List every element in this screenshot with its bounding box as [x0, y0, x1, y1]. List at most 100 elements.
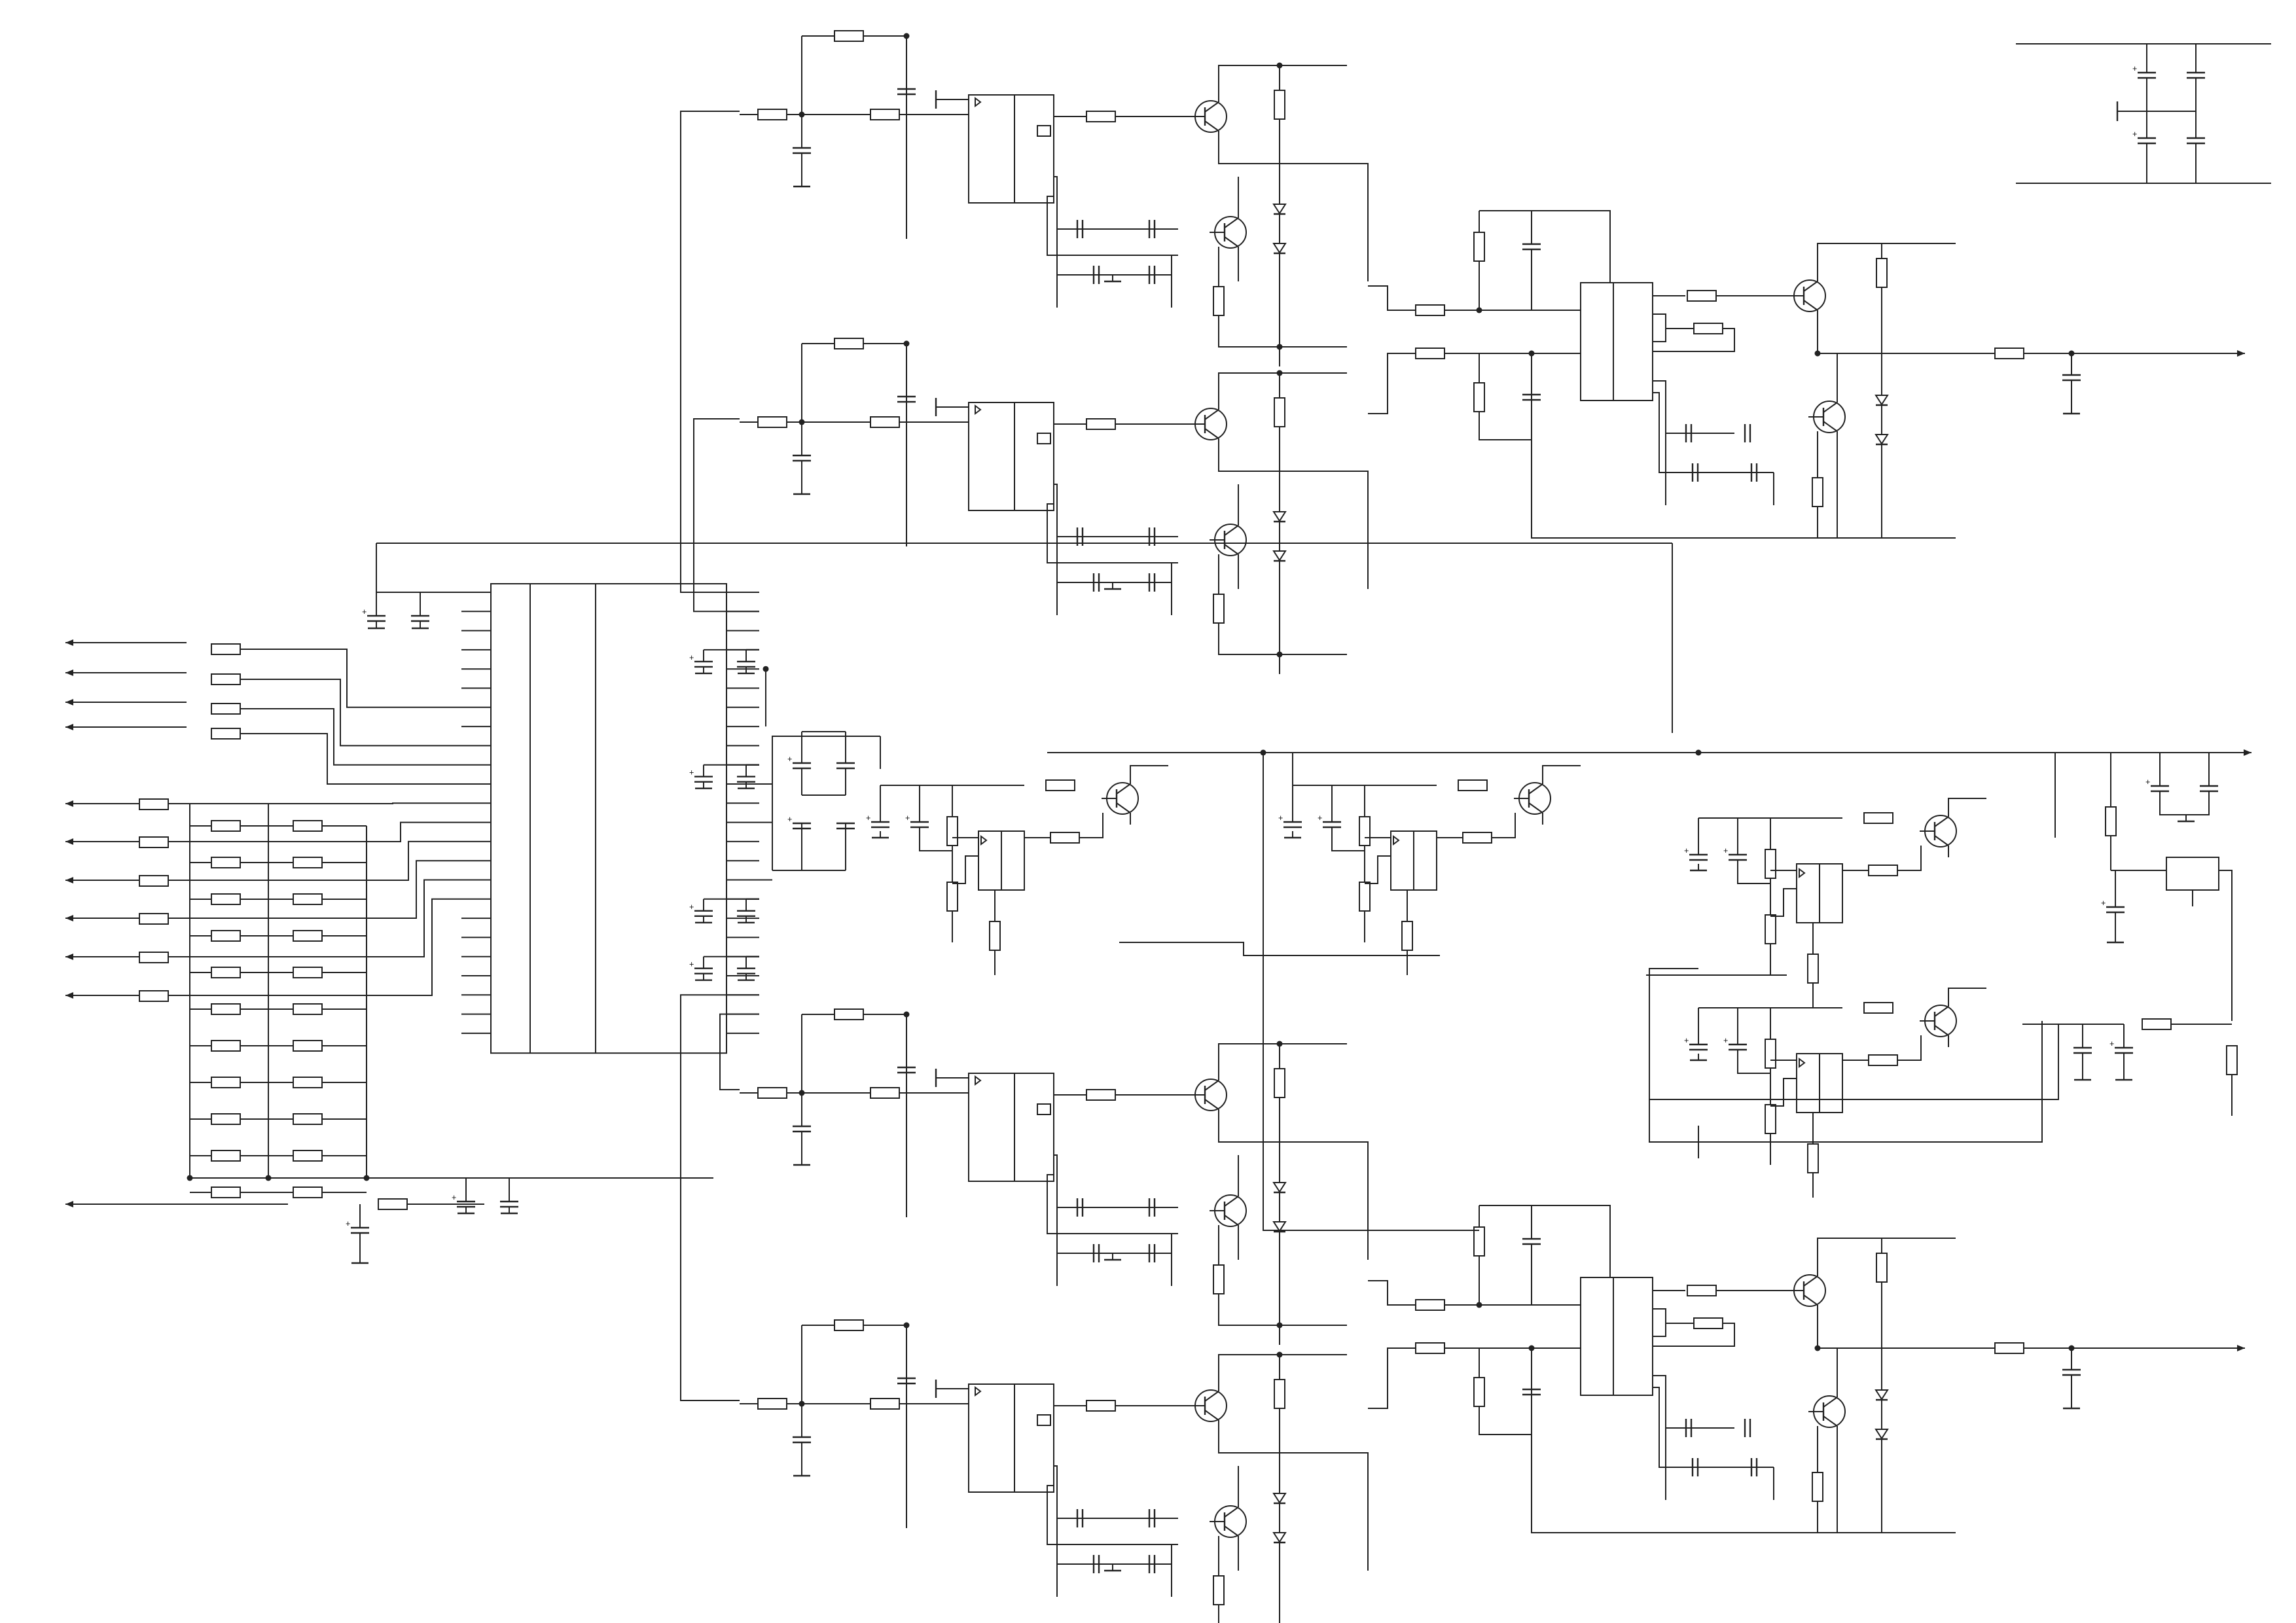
wire [1218, 623, 1329, 655]
svg-text:+: + [1278, 813, 1283, 823]
wire [1653, 1375, 1734, 1429]
current-resistor [1045, 779, 1075, 791]
resistor [1401, 921, 1413, 951]
npn-transistor [1789, 279, 1826, 312]
output-arrow-icon [2237, 350, 2245, 357]
junction [1276, 62, 1283, 69]
series-resistor [870, 1087, 900, 1099]
pdn-resistor [378, 1198, 408, 1210]
diode [1272, 1182, 1287, 1194]
svg-text:+: + [2109, 1039, 2114, 1048]
npn-transistor [1210, 1505, 1247, 1538]
dac-decoupling-capacitor [737, 660, 755, 668]
emitter-resistor [1812, 477, 1823, 507]
pnp-transistor [1920, 1005, 1957, 1037]
wire [1479, 1205, 1611, 1305]
wire [1368, 1280, 1416, 1306]
wire [1817, 243, 1937, 281]
junction [903, 33, 910, 39]
wire [1653, 1323, 1735, 1347]
junction [798, 1090, 805, 1096]
input-resistor [1415, 304, 1445, 316]
junction [1476, 307, 1482, 313]
capacitor: + [1318, 813, 1341, 829]
wire [1119, 942, 1440, 956]
capacitor: + [2101, 899, 2125, 914]
base-resistor [1868, 865, 1898, 876]
op-amp [1613, 1277, 1653, 1396]
junction [1276, 651, 1283, 658]
resistor [1473, 1226, 1485, 1257]
wire [240, 708, 461, 766]
diode [1272, 243, 1287, 255]
emitter-resistor [1213, 1264, 1225, 1294]
resistor [1473, 232, 1485, 262]
arrow-icon [65, 954, 73, 960]
wire [1368, 285, 1416, 311]
dac-decoupling-capacitor [737, 967, 755, 974]
arrow-icon [65, 724, 73, 730]
feedback-resistor [1687, 1285, 1717, 1296]
op-amp-core [1580, 1277, 1614, 1396]
svg-text:+: + [689, 768, 694, 777]
wire [1653, 392, 1774, 473]
junction [1476, 1302, 1482, 1308]
base-resistor [1086, 418, 1116, 430]
pull-resistor [211, 857, 241, 868]
capacitor [793, 147, 811, 154]
wire [1479, 210, 1611, 310]
trim-resistor [1693, 1317, 1723, 1329]
bias-resistor [1274, 397, 1285, 427]
wire [1817, 1501, 1937, 1533]
wire [680, 994, 759, 1401]
reference-capacitor [836, 762, 855, 770]
wire [1218, 315, 1329, 348]
svg-text:+: + [1318, 813, 1322, 823]
wire [1218, 131, 1369, 281]
pull-resistor [293, 893, 323, 905]
reference-capacitor: + [787, 755, 811, 770]
capacitor: + [1723, 1036, 1747, 1051]
junction [798, 419, 805, 425]
junction [1814, 350, 1821, 357]
wire [952, 855, 978, 884]
op-amp [1014, 1383, 1054, 1493]
pull-resistor [211, 930, 241, 942]
capacitor [1744, 424, 1751, 442]
wire [1531, 1435, 1818, 1533]
output-arrow-icon [2244, 749, 2251, 756]
wire [1653, 380, 1734, 434]
wire [1218, 438, 1369, 589]
diode [1874, 1389, 1889, 1401]
capacitor [1691, 463, 1699, 482]
wire [1218, 1420, 1369, 1571]
capacitor [1744, 1419, 1751, 1437]
wire [1047, 503, 1178, 563]
resistor [1765, 1039, 1776, 1069]
series-resistor [870, 1398, 900, 1410]
junction [2068, 350, 2075, 357]
resistor [1359, 882, 1371, 912]
wire [1218, 1294, 1329, 1326]
junction [798, 1400, 805, 1407]
output-capacitor [2062, 374, 2081, 382]
voltage-reference-chip [2166, 857, 2219, 891]
resistor [1807, 1143, 1819, 1173]
capacitor [1148, 1198, 1156, 1217]
wire [1479, 353, 1532, 440]
wire [168, 802, 461, 804]
pull-resistor [293, 857, 323, 868]
svg-text:+: + [787, 815, 792, 824]
base-resistor [1086, 1400, 1116, 1412]
wire [1218, 1109, 1369, 1260]
pull-resistor [293, 930, 323, 942]
capacitor: + [905, 813, 929, 829]
decoupling-capacitor [411, 615, 429, 622]
wire [759, 783, 773, 870]
npn-transistor [1210, 216, 1247, 249]
wire [919, 827, 952, 851]
pnp-transistor [1102, 782, 1139, 815]
feedback-resistor [1687, 290, 1717, 302]
wire [168, 898, 461, 996]
wire [1897, 1035, 1922, 1061]
